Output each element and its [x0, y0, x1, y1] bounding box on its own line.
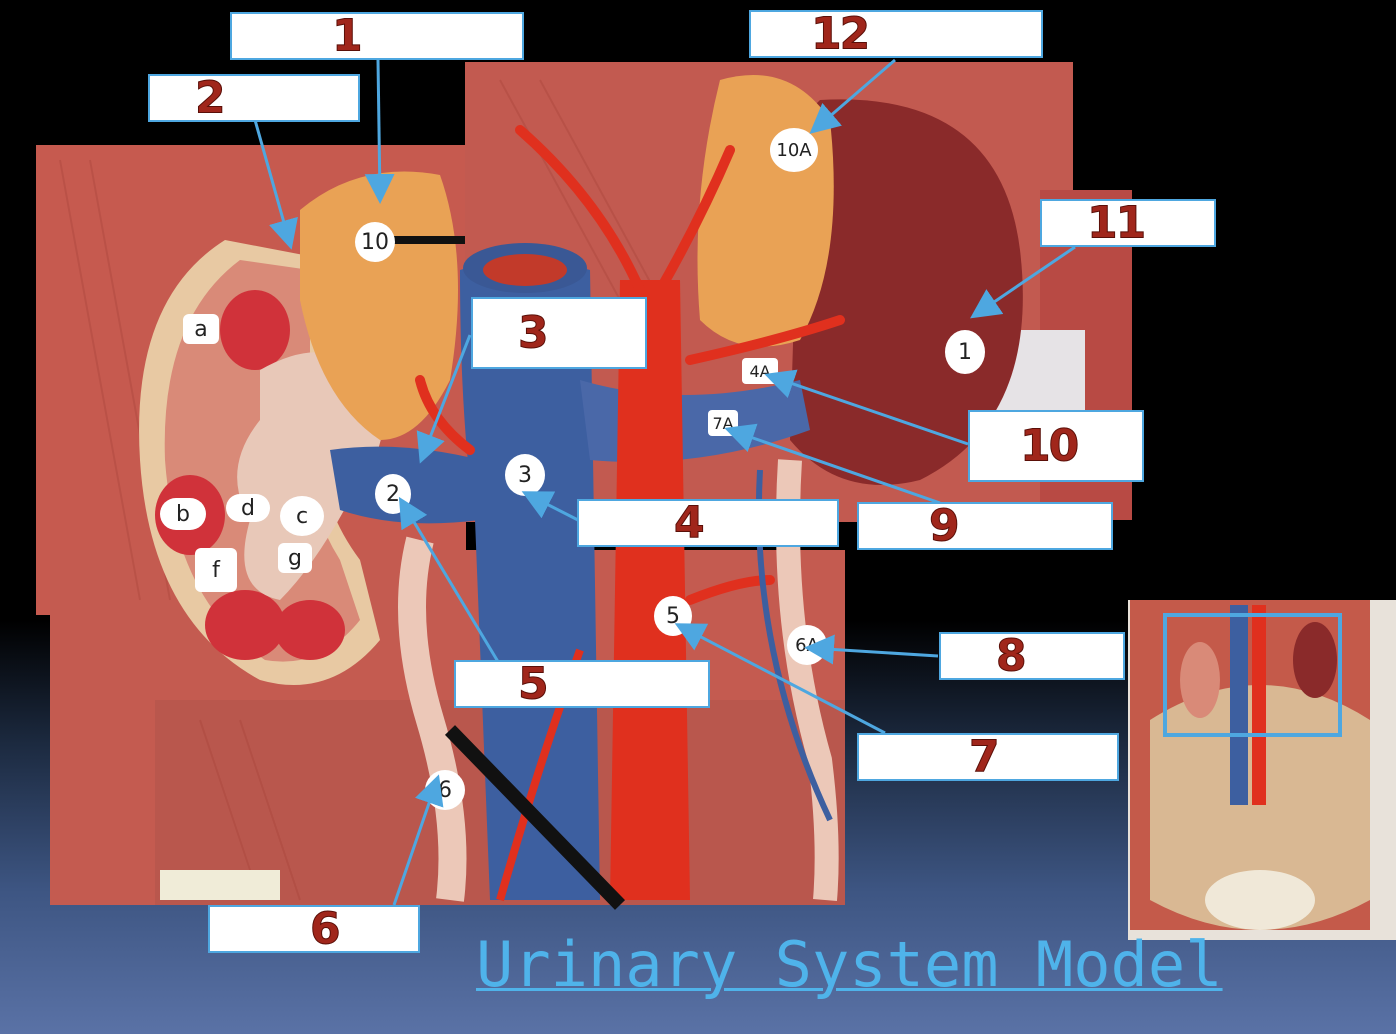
- label-number-9: 9: [929, 500, 961, 552]
- label-box-6[interactable]: 6: [208, 903, 420, 955]
- model-tag-6a: 6A: [787, 625, 827, 665]
- label-number-5: 5: [518, 658, 550, 710]
- label-number-2: 2: [195, 72, 227, 124]
- label-number-8: 8: [996, 630, 1028, 682]
- model-tag-a: a: [183, 314, 219, 344]
- model-tag-d: d: [226, 494, 270, 522]
- model-tag-10a: 10A: [770, 128, 818, 172]
- label-box-7[interactable]: 7: [857, 731, 1119, 783]
- page-title-link[interactable]: Urinary System Model: [476, 928, 1223, 1001]
- label-number-3: 3: [518, 307, 550, 359]
- label-number-4: 4: [674, 497, 706, 549]
- model-tag-7a: 7A: [708, 410, 738, 436]
- model-tag-b: b: [160, 498, 206, 530]
- label-box-1[interactable]: 1: [230, 10, 524, 62]
- model-tag-g: g: [278, 543, 312, 573]
- model-tag-2: 2: [375, 474, 411, 514]
- label-number-6: 6: [310, 903, 342, 955]
- label-box-11[interactable]: 11: [1040, 197, 1216, 249]
- label-number-10: 10: [1019, 420, 1079, 472]
- model-tag-c: c: [280, 496, 324, 536]
- model-tag-f: f: [195, 548, 237, 592]
- label-box-12[interactable]: 12: [749, 8, 1043, 60]
- label-number-7: 7: [969, 731, 1001, 783]
- model-tag-10: 10: [355, 222, 395, 262]
- label-number-11: 11: [1086, 197, 1146, 249]
- label-box-3[interactable]: 3: [471, 297, 647, 369]
- model-tag-6: 6: [425, 770, 465, 810]
- model-tag-1: 1: [945, 330, 985, 374]
- label-box-4[interactable]: 4: [577, 497, 839, 549]
- model-tag-5: 5: [654, 596, 692, 636]
- model-tag-4a: 4A: [742, 358, 778, 384]
- label-number-12: 12: [810, 8, 870, 60]
- label-box-2[interactable]: 2: [148, 72, 360, 124]
- label-box-8[interactable]: 8: [939, 630, 1125, 682]
- model-tag-3: 3: [505, 454, 545, 496]
- label-box-9[interactable]: 9: [857, 500, 1113, 552]
- label-box-10[interactable]: 10: [968, 410, 1144, 482]
- label-number-1: 1: [332, 10, 364, 62]
- label-box-5[interactable]: 5: [454, 658, 710, 710]
